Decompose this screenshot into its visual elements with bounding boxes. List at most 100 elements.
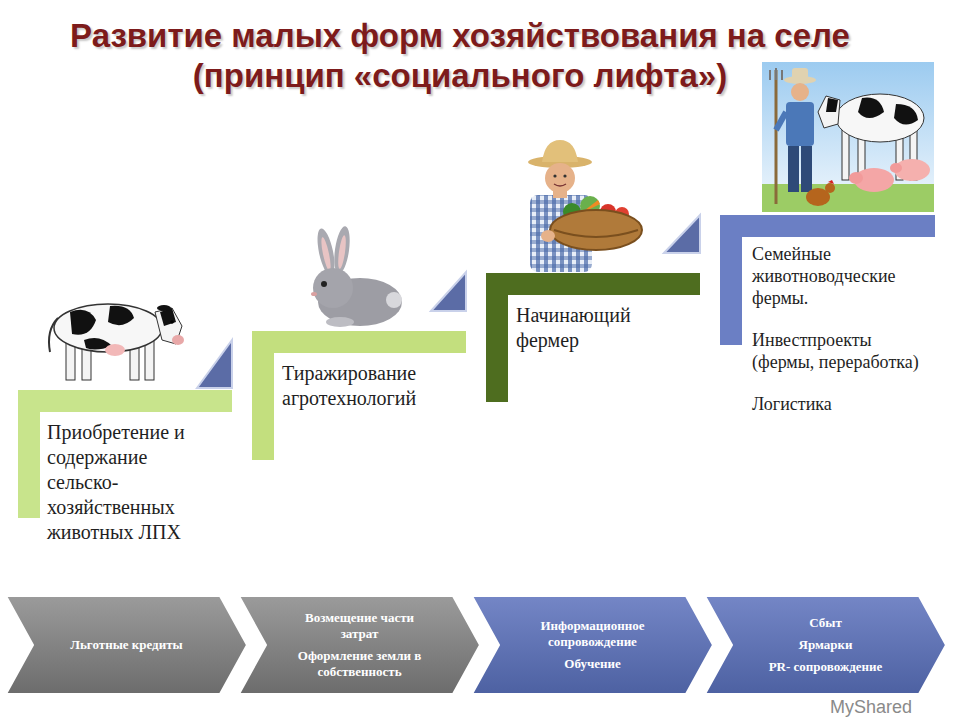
farm-scene-picture-part [818, 96, 840, 128]
chevron-text-area: Льготные кредиты [41, 595, 212, 695]
rabbit-picture [270, 225, 412, 330]
cow-picture-part [157, 305, 171, 311]
rabbit-picture-part [313, 268, 353, 308]
chevron-label: Возмещение части затрат [285, 610, 435, 642]
farmer-picture-part [541, 230, 555, 242]
farm-scene-picture-part [775, 70, 778, 204]
rabbit-picture-part [321, 281, 327, 287]
cow-picture-part [145, 340, 154, 380]
farm-scene-picture-part [792, 68, 808, 80]
cow-picture-part [108, 306, 134, 325]
chevron-label: Ярмарки [769, 637, 883, 653]
step-label: Приобретение и содержание сельско- хозяй… [47, 420, 197, 545]
farm-scene-picture-part [849, 172, 863, 184]
bracket-bar [486, 273, 700, 295]
step-triangle-part [664, 215, 700, 253]
chevron-text-stack: Возмещение части затратОформление земли … [285, 610, 435, 680]
farm-scene-picture [762, 62, 934, 212]
farm-scene-picture-part [762, 184, 934, 212]
chevron-text-stack: СбытЯрмаркиPR- сопровождение [769, 615, 883, 675]
chevron-label: Сбыт [769, 615, 883, 631]
farmer-picture-part [563, 174, 566, 177]
chevron-text-area: Информационное сопровождениеОбучение [507, 595, 678, 695]
farm-scene-picture-part [894, 104, 918, 125]
farmer-picture-part [553, 174, 556, 177]
rabbit-picture-part [326, 317, 354, 327]
chevron-label: Льготные кредиты [70, 637, 182, 653]
chevron-label: Информационное сопровождение [518, 618, 668, 650]
step-bracket: Тиражирование агротехнологий [252, 331, 466, 411]
bracket-bar [252, 331, 466, 353]
step-bracket: Приобретение и содержание сельско- хозяй… [18, 390, 232, 545]
farm-scene-picture-part [826, 98, 838, 112]
chevron-outline [472, 596, 713, 694]
step-bracket: Начинающий фермер [486, 273, 700, 353]
step-bracket: Семейные животноводческие фермы. Инвестпр… [720, 215, 935, 415]
step-label: Начинающий фермер [516, 303, 646, 353]
rabbit-picture-part [270, 232, 412, 330]
farmer-picture-part [554, 184, 566, 186]
farm-scene-picture-part [786, 102, 814, 146]
step-triangle-part [197, 340, 232, 388]
farm-scene-picture-part [770, 68, 782, 80]
cow-picture-part [170, 320, 174, 324]
chevron-text-area: СбытЯрмаркиPR- сопровождение [740, 595, 911, 695]
slide-title: Развитие малых форм хозяйствования на се… [10, 16, 910, 96]
bracket-bar [720, 215, 935, 237]
rabbit-picture-part [311, 292, 317, 296]
farmer-picture-part [545, 163, 575, 193]
farm-scene-picture-part [858, 98, 884, 118]
bracket-bar [486, 273, 508, 402]
rabbit-picture-part [332, 225, 353, 274]
step-label: Инвестпроекты (фермы, переработка) [752, 329, 932, 373]
cow-picture-part [105, 344, 125, 356]
step-label: Логистика [752, 393, 932, 415]
step-label: Семейные животноводческие фермы. [752, 243, 932, 309]
rabbit-picture-part [320, 237, 333, 272]
cow-picture-part [54, 304, 162, 352]
farm-scene-picture-part [762, 62, 934, 212]
farm-scene-picture-part [890, 163, 902, 173]
farm-scene-picture-part [828, 180, 834, 184]
farmer-picture-part [550, 210, 642, 250]
chevron-text-area: Возмещение части затратОформление земли … [274, 595, 445, 695]
farmer-picture-part [542, 140, 578, 162]
chevron-outline [239, 596, 480, 694]
chevron-box: Льготные кредиты [5, 595, 248, 695]
rabbit-picture-part [386, 292, 402, 308]
cow-picture [49, 304, 184, 380]
chevron-label: Оформление земли в собственность [285, 648, 435, 680]
farm-scene-picture-part [791, 83, 809, 101]
step-text-column: Начинающий фермер [516, 273, 646, 353]
step-triangle-part [431, 272, 466, 311]
step-text-column: Приобретение и содержание сельско- хозяй… [47, 390, 197, 545]
bracket-bar [18, 390, 40, 518]
chevron-box: СбытЯрмаркиPR- сопровождение [704, 595, 947, 695]
chevron-text-stack: Льготные кредиты [70, 637, 182, 653]
rabbit-picture-part [337, 235, 348, 270]
bracket-bar [252, 331, 274, 460]
farm-scene-picture-part [842, 130, 849, 180]
chevron-label: Обучение [518, 656, 668, 672]
farmer-picture-part [553, 190, 567, 198]
step-label: Тиражирование агротехнологий [282, 361, 452, 411]
chevron-outline [6, 596, 247, 694]
farm-scene-picture-part [788, 146, 799, 192]
step-text-column: Семейные животноводческие фермы. Инвестпр… [752, 215, 932, 415]
farm-scene-picture-part [825, 183, 835, 193]
cow-picture-part [172, 335, 184, 345]
farmer-picture [528, 140, 642, 272]
chevron-box: Информационное сопровождениеОбучение [471, 595, 714, 695]
cow-picture-part [70, 310, 96, 335]
farm-scene-picture-part [836, 94, 924, 142]
bracket-bar [720, 215, 742, 345]
bracket-bar [18, 390, 232, 412]
watermark: MyShared [830, 697, 912, 718]
chevron-text-stack: Информационное сопровождениеОбучение [518, 618, 668, 672]
farm-scene-picture-part [801, 146, 812, 192]
farm-scene-picture-part [776, 112, 786, 130]
chevron-box: Возмещение части затратОформление земли … [238, 595, 481, 695]
step-text-column: Тиражирование агротехнологий [282, 331, 452, 411]
farmer-picture-part [554, 230, 638, 237]
